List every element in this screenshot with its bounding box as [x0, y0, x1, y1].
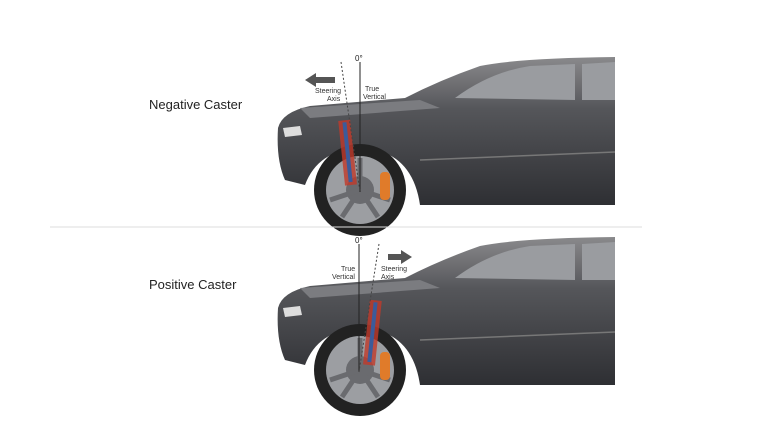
true-vertical-label: True: [341, 266, 355, 273]
positive-strut: [363, 299, 382, 366]
svg-text:Axis: Axis: [327, 96, 341, 103]
zero-degree-label: 0°: [355, 54, 363, 63]
arrow-right-icon: [388, 250, 412, 264]
zero-degree-label: 0°: [355, 236, 363, 245]
positive-caster-title: Positive Caster: [149, 277, 237, 292]
svg-text:Axis: Axis: [381, 274, 395, 281]
steering-axis-label: Steering: [381, 266, 407, 273]
svg-text:Vertical: Vertical: [363, 94, 386, 101]
positive-caster-car: [278, 237, 615, 416]
steering-axis-line: [358, 243, 380, 373]
true-vertical-label: True: [365, 86, 379, 93]
steering-axis-line: [340, 61, 361, 193]
negative-caster-title: Negative Caster: [149, 97, 243, 112]
negative-strut: [338, 119, 357, 186]
svg-text:Vertical: Vertical: [332, 274, 355, 281]
arrow-left-icon: [305, 73, 335, 87]
negative-caster-car: [278, 57, 615, 236]
steering-axis-label: Steering: [315, 88, 341, 95]
